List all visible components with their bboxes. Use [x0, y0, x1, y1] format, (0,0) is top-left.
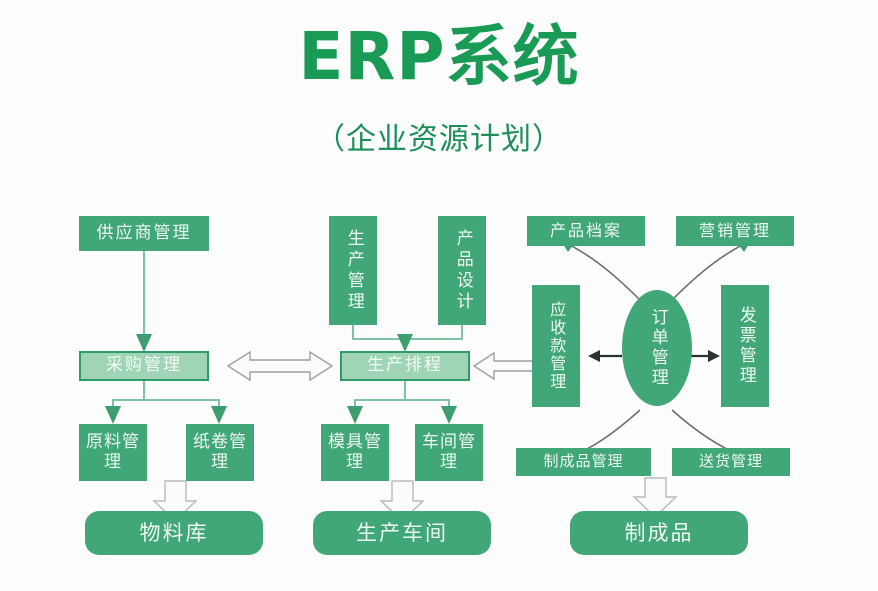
node-production-management[interactable]: 生产管理 [329, 216, 377, 325]
node-finished-product-management[interactable]: 制成品管理 [516, 448, 651, 476]
node-invoice-management[interactable]: 发票管理 [721, 285, 769, 407]
node-mold-management[interactable]: 模具管理 [321, 424, 389, 481]
page-title: ERP系统 [298, 18, 580, 95]
node-order-management[interactable]: 订单管理 [622, 290, 692, 406]
node-production-scheduling[interactable]: 生产排程 [340, 351, 470, 381]
node-receivables-management[interactable]: 应收款管理 [532, 285, 580, 407]
node-supplier-management[interactable]: 供应商管理 [79, 216, 209, 251]
node-workshop-management[interactable]: 车间管理 [415, 424, 483, 481]
node-product-archive[interactable]: 产品档案 [527, 216, 645, 246]
page-subtitle: （企业资源计划） [315, 122, 563, 157]
node-purchase-management[interactable]: 采购管理 [79, 351, 209, 381]
node-delivery-management[interactable]: 送货管理 [672, 448, 790, 476]
node-material-warehouse[interactable]: 物料库 [85, 511, 263, 555]
node-paper-roll-management[interactable]: 纸卷管理 [186, 424, 254, 481]
node-finished-products[interactable]: 制成品 [570, 511, 748, 555]
node-raw-material-management[interactable]: 原料管理 [79, 424, 147, 481]
node-product-design[interactable]: 产品设计 [438, 216, 486, 325]
node-marketing-management[interactable]: 营销管理 [676, 216, 794, 246]
node-production-workshop[interactable]: 生产车间 [313, 511, 491, 555]
